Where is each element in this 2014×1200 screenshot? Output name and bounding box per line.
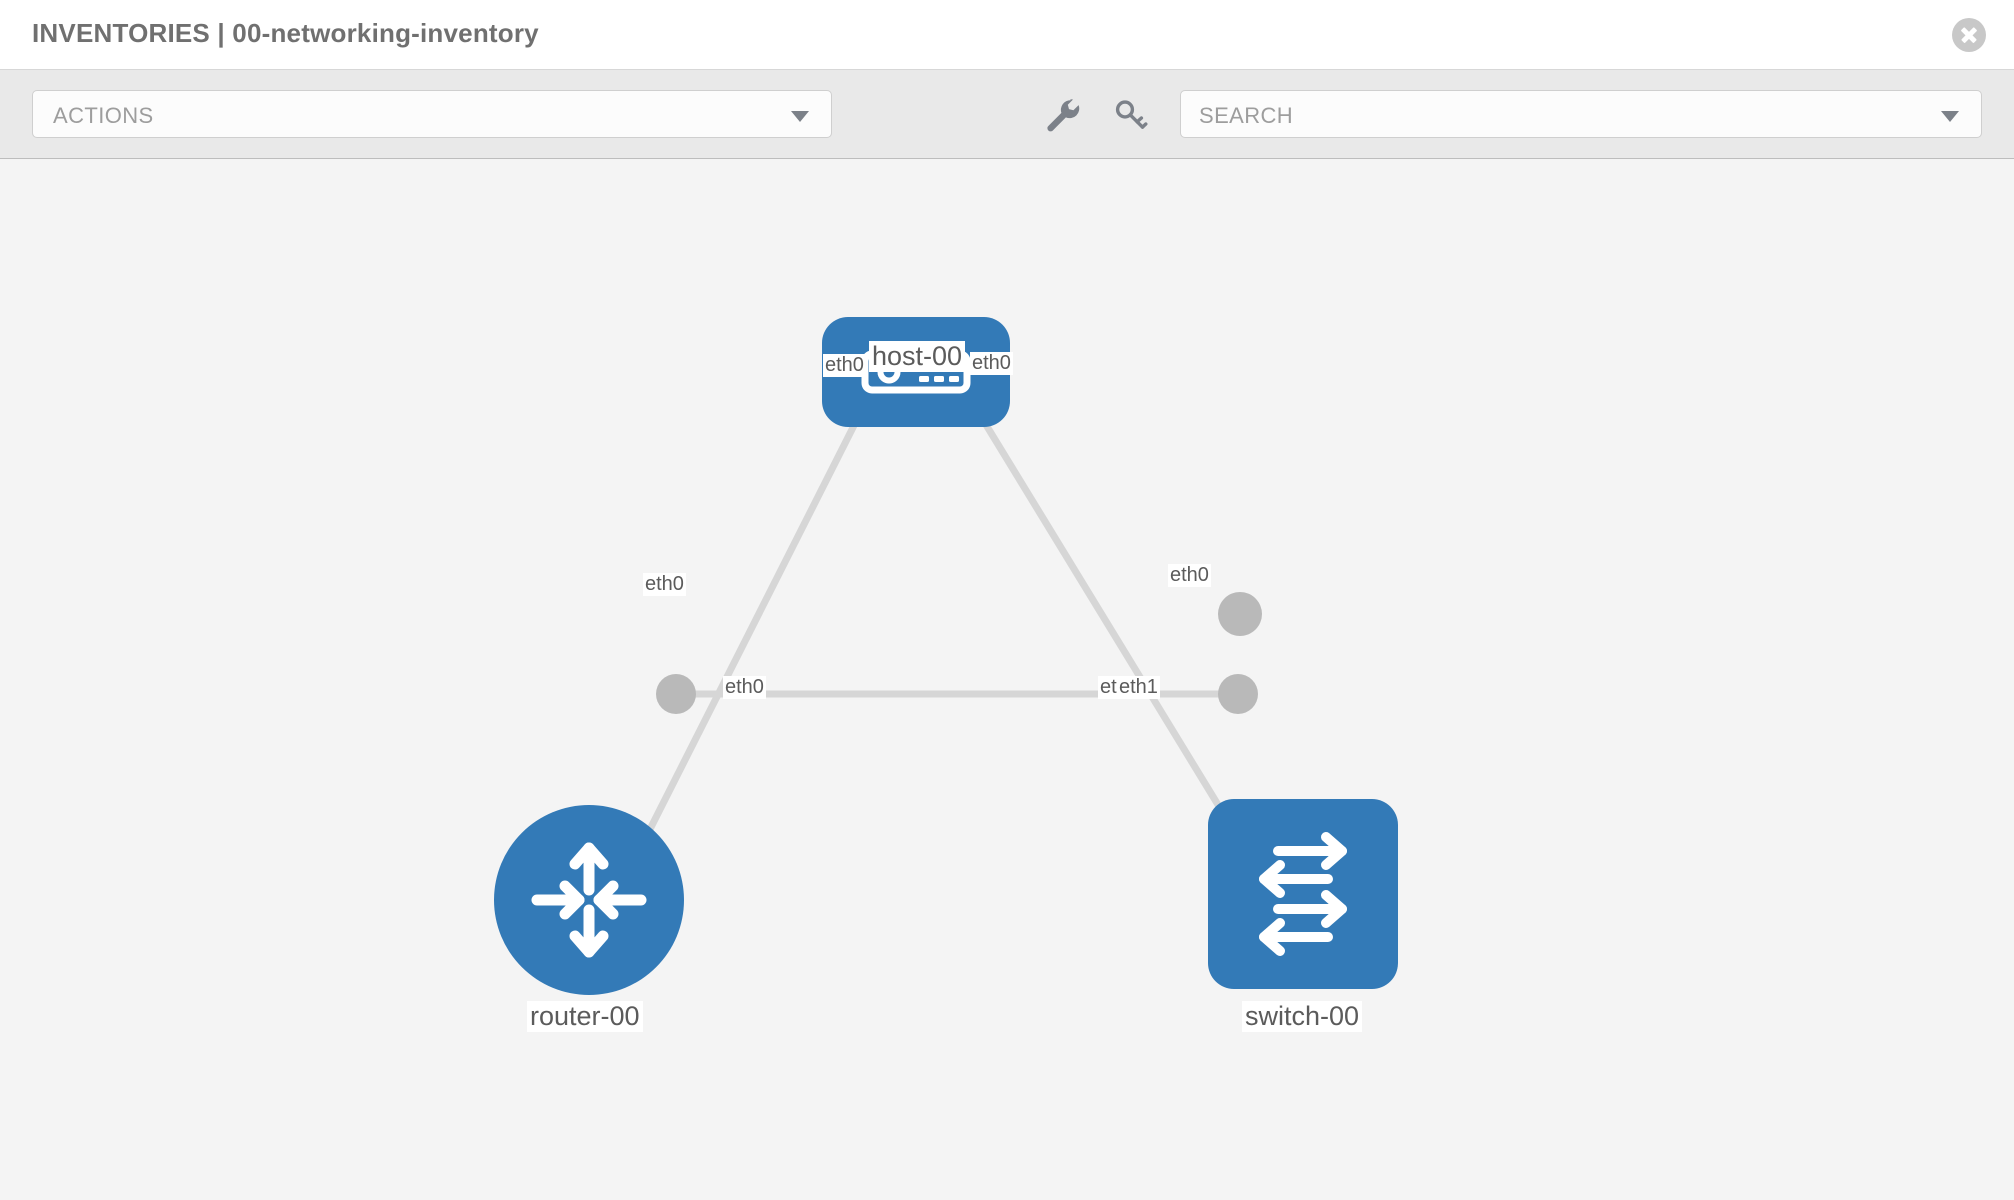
interface-label-router-upper: eth0 xyxy=(643,573,686,596)
nub-router-right xyxy=(656,674,696,714)
topology-graph xyxy=(636,329,1262,851)
toolbar: ACTIONS SEARCH xyxy=(0,70,2014,159)
nub-switch-upper xyxy=(1218,592,1262,636)
edge-host-router xyxy=(636,372,884,851)
switch-arrows-icon xyxy=(1259,832,1347,956)
page-header: INVENTORIES | 00-networking-inventory xyxy=(0,0,2014,70)
interface-label-host-left: eth0 xyxy=(823,354,866,377)
node-switch-00[interactable] xyxy=(1208,799,1398,989)
interface-label-host-right: eth0 xyxy=(970,352,1013,375)
key-icon[interactable] xyxy=(1111,96,1149,134)
interface-label-switch-left-b: eth1 xyxy=(1117,676,1160,699)
edge-group xyxy=(636,372,1250,851)
topology-canvas[interactable]: host-00 router-00 switch-00 eth0 eth0 et… xyxy=(0,159,2014,1200)
nub-switch-left xyxy=(1218,674,1258,714)
node-router-00[interactable] xyxy=(494,805,684,995)
actions-dropdown-label: ACTIONS xyxy=(53,103,154,128)
chevron-down-icon xyxy=(791,111,809,122)
actions-dropdown[interactable]: ACTIONS xyxy=(32,90,832,138)
node-label-host-00: host-00 xyxy=(869,341,966,372)
node-label-router-00: router-00 xyxy=(527,1001,643,1032)
chevron-down-icon[interactable] xyxy=(1941,111,1959,122)
edge-host-switch xyxy=(952,372,1248,851)
close-icon[interactable] xyxy=(1952,18,1986,52)
interface-label-router-right: eth0 xyxy=(723,676,766,699)
node-label-switch-00: switch-00 xyxy=(1242,1001,1363,1032)
wrench-icon[interactable] xyxy=(1043,96,1081,134)
router-arrows-icon xyxy=(531,842,647,958)
search-placeholder: SEARCH xyxy=(1199,103,1294,128)
page-title: INVENTORIES | 00-networking-inventory xyxy=(32,18,539,48)
search-input[interactable]: SEARCH xyxy=(1180,90,1982,138)
interface-label-switch-upper: eth0 xyxy=(1168,564,1211,587)
